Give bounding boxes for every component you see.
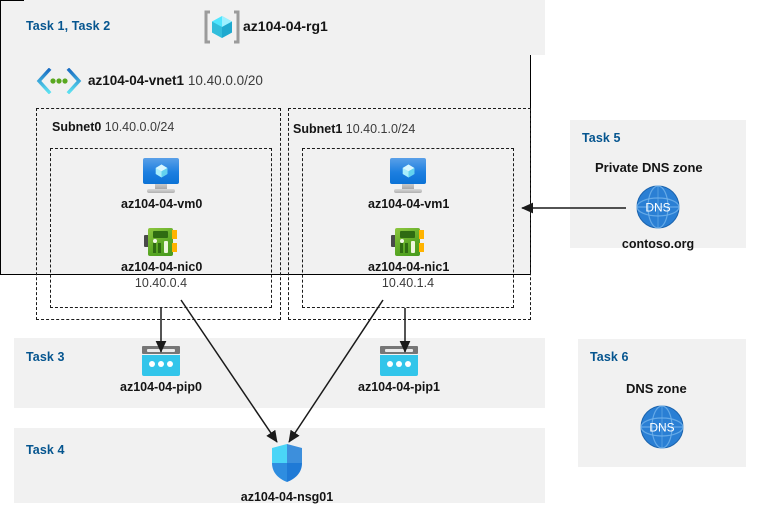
subnet1-name: Subnet1 bbox=[293, 122, 343, 136]
private-dns-zone-node[interactable]: DNS contoso.org bbox=[604, 184, 712, 252]
nsg-label: az104-04-nsg01 bbox=[240, 490, 334, 504]
task-label-5: Task 5 bbox=[582, 131, 621, 145]
vm-cube-glyph bbox=[155, 164, 168, 178]
dns-globe-icon: DNS bbox=[640, 405, 684, 449]
nic1-node[interactable]: az104-04-nic1 10.40.1.4 bbox=[368, 227, 450, 291]
network-interface-icon bbox=[144, 227, 178, 257]
nic1-label: az104-04-nic1 bbox=[368, 260, 450, 274]
task3-panel bbox=[14, 338, 545, 408]
subnet0-boundary bbox=[36, 108, 281, 320]
vm0-node[interactable]: az104-04-vm0 bbox=[121, 158, 203, 212]
subnet1-cidr: 10.40.1.0/24 bbox=[345, 122, 416, 136]
dns-icon-text: DNS bbox=[645, 201, 670, 215]
pip0-label: az104-04-pip0 bbox=[120, 380, 202, 394]
dns-globe-icon: DNS bbox=[636, 185, 680, 229]
nic0-ip: 10.40.0.4 bbox=[134, 276, 188, 290]
vm1-node[interactable]: az104-04-vm1 bbox=[368, 158, 450, 212]
pip0-node[interactable]: az104-04-pip0 bbox=[111, 346, 211, 395]
private-dns-zone-heading: Private DNS zone bbox=[595, 160, 703, 175]
dns-zone-node[interactable]: DNS bbox=[610, 404, 714, 455]
virtual-machine-icon bbox=[141, 158, 181, 194]
virtual-network-cidr: 10.40.0.0/20 bbox=[187, 73, 263, 88]
public-ip-address-icon bbox=[142, 346, 180, 376]
nic1-ip: 10.40.1.4 bbox=[381, 276, 435, 290]
subnet0-cidr: 10.40.0.0/24 bbox=[104, 120, 175, 134]
subnet0-resource-group-box bbox=[50, 148, 272, 308]
dns-zone-heading: DNS zone bbox=[626, 381, 687, 396]
vm1-label: az104-04-vm1 bbox=[368, 197, 450, 211]
resource-group-cube-icon bbox=[204, 10, 240, 44]
task-label-3: Task 3 bbox=[26, 350, 65, 364]
virtual-network-icon bbox=[36, 68, 82, 94]
private-dns-zone-name: contoso.org bbox=[621, 237, 695, 251]
task-label-4: Task 4 bbox=[26, 443, 65, 457]
task-label-1-2: Task 1, Task 2 bbox=[26, 19, 111, 33]
network-interface-icon bbox=[391, 227, 425, 257]
resource-group-name: az104-04-rg1 bbox=[243, 18, 328, 34]
virtual-network-name: az104-04-vnet1 bbox=[88, 73, 185, 88]
nic0-label: az104-04-nic0 bbox=[121, 260, 203, 274]
subnet1-resource-group-box bbox=[302, 148, 514, 308]
pip1-label: az104-04-pip1 bbox=[358, 380, 440, 394]
network-security-group-shield-icon bbox=[272, 444, 302, 482]
subnet1-boundary bbox=[288, 108, 531, 320]
resource-group-panel bbox=[24, 0, 545, 55]
pip1-node[interactable]: az104-04-pip1 bbox=[349, 346, 449, 395]
vm-cube-glyph bbox=[402, 164, 415, 178]
nsg-node[interactable]: az104-04-nsg01 bbox=[232, 443, 342, 505]
virtual-machine-icon bbox=[388, 158, 428, 194]
subnet1-title: Subnet1 10.40.1.0/24 bbox=[293, 122, 415, 136]
task-label-6: Task 6 bbox=[590, 350, 629, 364]
subnet0-title: Subnet0 10.40.0.0/24 bbox=[52, 120, 174, 134]
dns-icon-text: DNS bbox=[649, 421, 674, 435]
subnet0-name: Subnet0 bbox=[52, 120, 102, 134]
vm0-label: az104-04-vm0 bbox=[121, 197, 203, 211]
public-ip-address-icon bbox=[380, 346, 418, 376]
virtual-network-title: az104-04-vnet1 10.40.0.0/20 bbox=[88, 73, 263, 88]
nic0-node[interactable]: az104-04-nic0 10.40.0.4 bbox=[121, 227, 203, 291]
